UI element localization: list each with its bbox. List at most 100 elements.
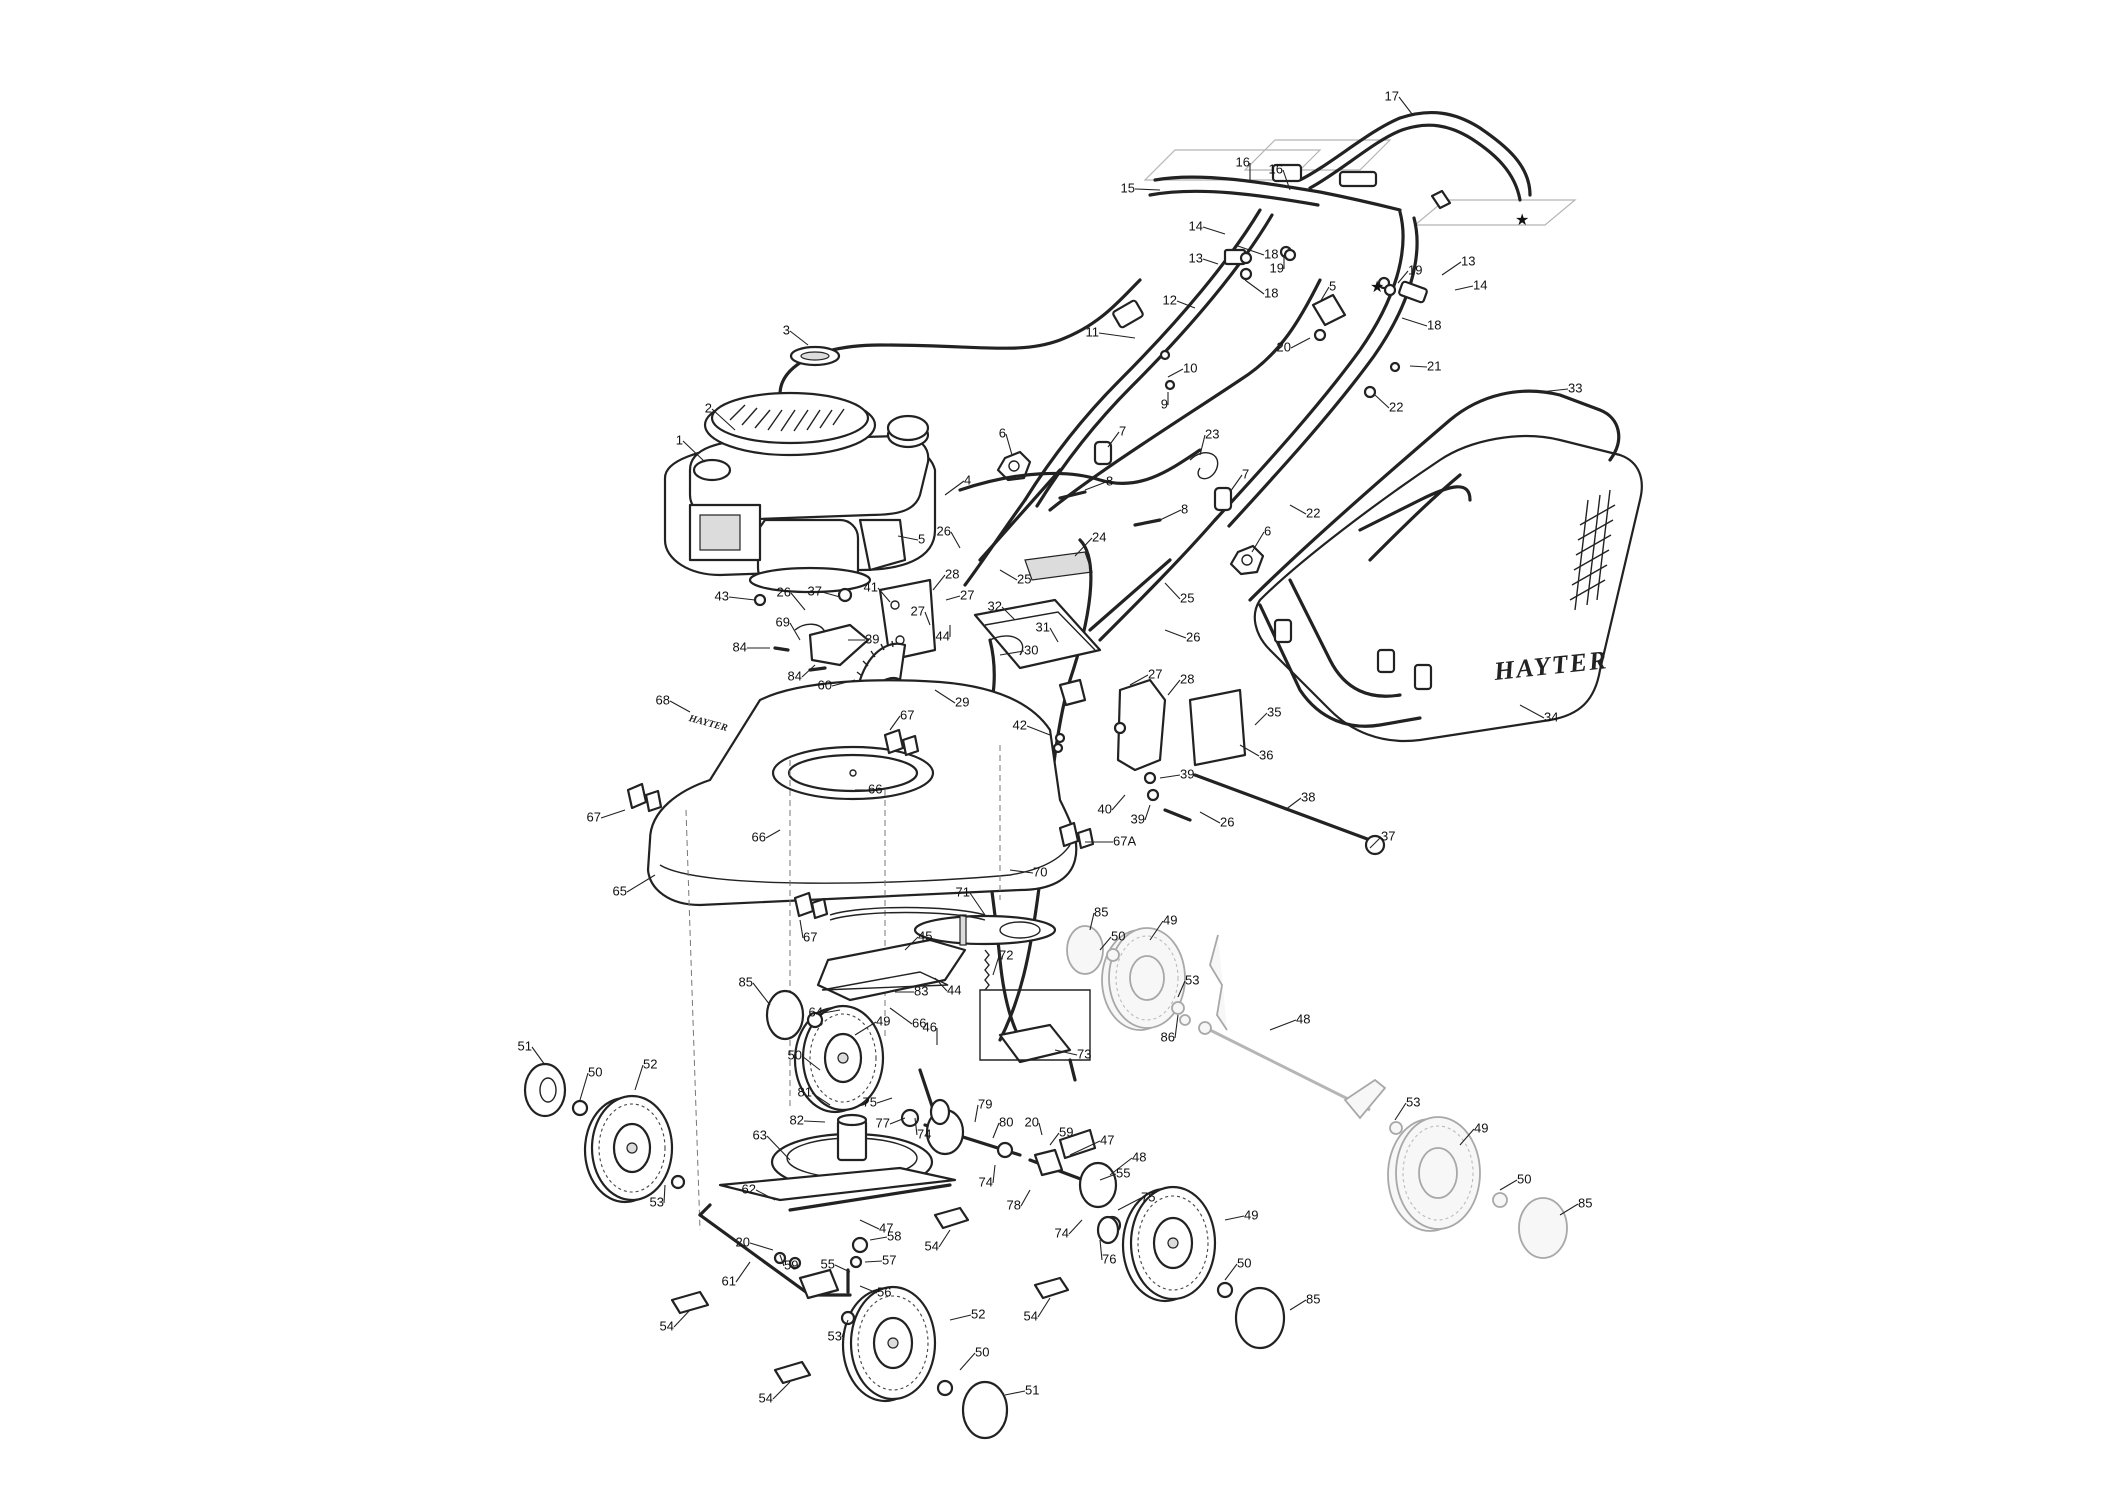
callout-label-c22b: 22 [1306, 505, 1320, 520]
callout-leader-c72 [992, 955, 1000, 976]
callout-label-c48a: 48 [1132, 1149, 1146, 1164]
drive-belt-assembly [816, 906, 1091, 1082]
callout-label-c51b: 51 [1025, 1382, 1039, 1397]
callout-label-c37a: 37 [808, 583, 822, 598]
callout-label-c24: 24 [1092, 529, 1106, 544]
callout-leader-c70 [1009, 869, 1034, 874]
wheel-grey-top [1101, 927, 1186, 1031]
callout-label-c23: 23 [1205, 426, 1219, 441]
callout-label-c51a: 51 [518, 1038, 532, 1053]
callout-leader-c11 [1098, 332, 1136, 339]
callout-leader-c18c [1401, 317, 1428, 327]
callout-label-c20c: 20 [736, 1234, 750, 1249]
callout-leader-c84b [801, 664, 816, 678]
callout-leader-c51b [1004, 1390, 1026, 1396]
callout-label-c58: 58 [887, 1228, 901, 1243]
callout-label-c34: 34 [1544, 709, 1558, 724]
callout-label-c50d: 50 [1517, 1171, 1531, 1186]
washer [806, 1011, 824, 1029]
callout-label-c7b: 7 [1242, 466, 1249, 481]
callout-label-c28b: 28 [1180, 671, 1194, 686]
callout-label-c47a: 47 [1100, 1132, 1114, 1147]
callout-label-c50a: 50 [588, 1064, 602, 1079]
callout-leader-c66c [889, 1007, 913, 1025]
callout-label-c85b: 85 [1094, 904, 1108, 919]
grass-collector-box: HAYTER [1248, 389, 1643, 742]
callout-leader-c49d [1224, 1215, 1245, 1221]
callout-label-c49b: 49 [1163, 912, 1177, 927]
handle-knob-left [996, 450, 1032, 482]
callout-leader-c26c [1164, 629, 1187, 639]
callout-leader-c26b [790, 592, 806, 611]
callout-leader-c32 [1001, 606, 1016, 621]
callout-leader-c77 [889, 1117, 906, 1125]
callout-leader-c21 [1409, 365, 1428, 368]
svg-text:HAYTER: HAYTER [687, 713, 729, 734]
callout-label-c2: 2 [705, 400, 712, 415]
callout-leader-c22a [1374, 394, 1390, 409]
callout-label-c50c: 50 [1111, 928, 1125, 943]
hubcap-grey-right [1518, 1197, 1568, 1259]
callout-leader-c26d [1199, 811, 1221, 824]
callout-leader-c13a [1202, 258, 1219, 265]
callout-leader-c55a [1099, 1173, 1117, 1181]
callout-leader-c66b [765, 829, 781, 839]
callout-label-c79: 79 [978, 1096, 992, 1111]
height-adjust-linkage [753, 578, 1386, 856]
callout-leader-c44b [934, 977, 948, 992]
callout-label-c59b: 59 [784, 1257, 798, 1272]
callout-leader-c52b [949, 1314, 972, 1321]
callout-label-c52a: 52 [643, 1056, 657, 1071]
callout-leader-c41 [877, 587, 891, 603]
callout-label-c66c: 66 [912, 1015, 926, 1030]
callout-leader-c60 [831, 679, 856, 687]
callout-leader-c51a [531, 1046, 546, 1066]
hubcap-rear-left [765, 989, 805, 1041]
callout-label-c55a: 55 [1116, 1165, 1130, 1180]
callout-leader-c13b [1441, 261, 1462, 276]
callout-leader-c58 [869, 1236, 888, 1241]
callout-label-c54c: 54 [1024, 1308, 1038, 1323]
callout-leader-c38 [1284, 797, 1302, 811]
callout-leader-c8a [1084, 481, 1107, 491]
callout-label-c67c: 67 [803, 929, 817, 944]
callout-leader-c55b [834, 1264, 851, 1273]
callout-leader-c54c [1037, 1297, 1051, 1318]
callout-label-c11: 11 [1086, 324, 1100, 339]
callout-label-c44a: 44 [936, 628, 950, 643]
callout-leader-c49a [854, 1021, 877, 1036]
callout-leader-c63 [766, 1135, 791, 1161]
callout-leader-c36 [1239, 744, 1260, 757]
callout-leader-c49b [1149, 920, 1164, 941]
height-adjust-lever [1179, 934, 1387, 1120]
callout-label-c69: 69 [776, 614, 790, 629]
gear-pinion [929, 1098, 1120, 1245]
callout-leader-c47b [859, 1219, 880, 1230]
callout-leader-c23 [1199, 434, 1206, 456]
callout-leader-c27a [945, 595, 961, 601]
callout-leader-c69 [789, 622, 801, 641]
washer [1106, 948, 1120, 962]
callout-label-c62: 62 [742, 1181, 756, 1196]
wheel-front-center [841, 1285, 937, 1403]
washer [571, 1099, 589, 1117]
callout-label-c83: 83 [914, 983, 928, 998]
callout-leader-c59a [1049, 1132, 1060, 1146]
cutter-deck: HAYTER [626, 679, 1095, 1231]
callout-label-c50f: 50 [975, 1344, 989, 1359]
callout-label-c5b: 5 [1329, 278, 1336, 293]
callout-leader-c86 [1174, 1014, 1179, 1039]
callout-label-c26b: 26 [777, 584, 791, 599]
callout-label-c71: 71 [956, 884, 970, 899]
star-marker: ★ [1370, 277, 1384, 296]
callout-label-c61: 61 [722, 1273, 736, 1288]
washer [1492, 1192, 1508, 1208]
callout-label-c55b: 55 [821, 1256, 835, 1271]
callout-leader-c53c [1394, 1102, 1407, 1121]
callout-label-c6a: 6 [999, 425, 1006, 440]
callout-label-c27a: 27 [960, 587, 974, 602]
callout-leader-c50e [1224, 1263, 1238, 1281]
callout-label-c40: 40 [1098, 801, 1112, 816]
callout-label-c74c: 74 [1055, 1225, 1069, 1240]
